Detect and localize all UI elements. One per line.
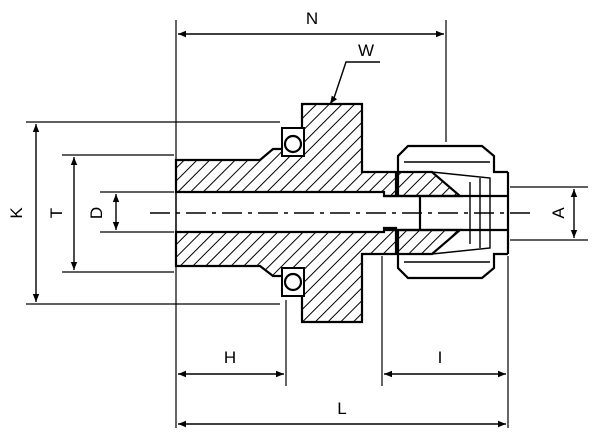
compression-nut [384,144,510,280]
label-i: I [438,348,443,367]
label-l: L [337,399,346,418]
label-w: W [358,41,374,60]
label-h: H [224,348,236,367]
label-t: T [47,208,66,218]
label-k: K [7,207,26,219]
label-a: A [549,207,568,219]
dimension-lines [32,30,578,428]
o-ring-seals [281,127,305,297]
label-n: N [306,9,318,28]
extension-lines [26,20,588,428]
label-d: D [87,207,106,219]
